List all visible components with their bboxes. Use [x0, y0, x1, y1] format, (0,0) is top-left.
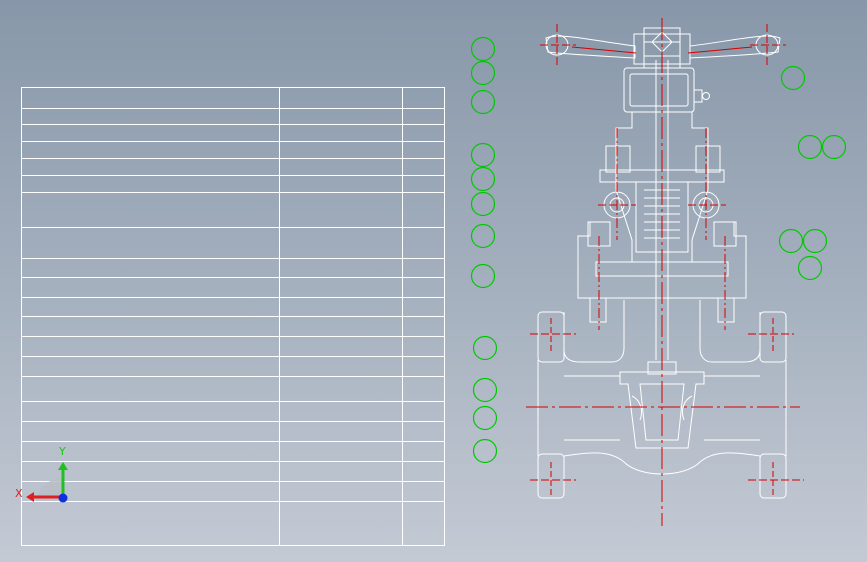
part-balloon[interactable]: [470, 263, 496, 289]
part-balloon[interactable]: [802, 228, 828, 254]
part-balloon[interactable]: [470, 36, 496, 62]
grease-nipple-cap: [702, 92, 710, 100]
part-balloon[interactable]: [472, 335, 498, 361]
seat-right: [681, 395, 693, 421]
flange-top-right: [759, 311, 787, 363]
part-balloon[interactable]: [797, 255, 823, 281]
body-neck-left: [563, 300, 625, 363]
part-balloon[interactable]: [470, 89, 496, 115]
part-balloon[interactable]: [470, 166, 496, 192]
part-balloon[interactable]: [470, 142, 496, 168]
part-balloon[interactable]: [472, 438, 498, 464]
triad-plane-icon: [36, 477, 63, 500]
stud-left: [589, 298, 607, 323]
hub-diamond: [651, 31, 673, 53]
part-balloon[interactable]: [470, 60, 496, 86]
part-balloon[interactable]: [778, 228, 804, 254]
flange-bottom-left: [537, 453, 565, 499]
bom-grid: [21, 87, 445, 546]
yoke-arm-left: [615, 112, 633, 262]
part-balloon[interactable]: [780, 65, 806, 91]
part-balloons: [470, 36, 847, 464]
grease-nipple: [693, 89, 703, 103]
z-axis-dot-icon: [58, 493, 68, 503]
part-balloon[interactable]: [470, 191, 496, 217]
part-balloon[interactable]: [797, 134, 823, 160]
stud-right: [717, 298, 735, 323]
x-arrowhead-icon: [26, 492, 34, 502]
seat-left: [631, 395, 643, 421]
yoke-bolt-left: [605, 145, 631, 173]
flange-faces: [537, 360, 787, 456]
coordinate-triad: X Y: [15, 445, 68, 503]
yoke-arm-right: [691, 112, 709, 262]
yoke-top-inner: [629, 73, 689, 107]
yoke-top: [623, 67, 695, 113]
part-balloon[interactable]: [472, 377, 498, 403]
handwheel-left-spoke: [545, 35, 636, 59]
gate-wedge: [619, 371, 705, 449]
part-balloon[interactable]: [472, 405, 498, 431]
x-axis-label: X: [15, 487, 23, 500]
y-arrowhead-icon: [58, 462, 68, 470]
flange-top-left: [537, 311, 565, 363]
handwheel-spoke-centerline: [571, 46, 753, 54]
yoke-bolt-right: [695, 145, 721, 173]
body-neck-right: [699, 300, 761, 363]
gate-wedge-inner: [639, 383, 685, 441]
bonnet-gasket: [595, 261, 729, 277]
flange-bottom-right: [759, 453, 787, 499]
part-balloon[interactable]: [821, 134, 847, 160]
part-balloon[interactable]: [470, 223, 496, 249]
y-axis-label: Y: [58, 445, 66, 458]
centerlines: [526, 18, 804, 526]
